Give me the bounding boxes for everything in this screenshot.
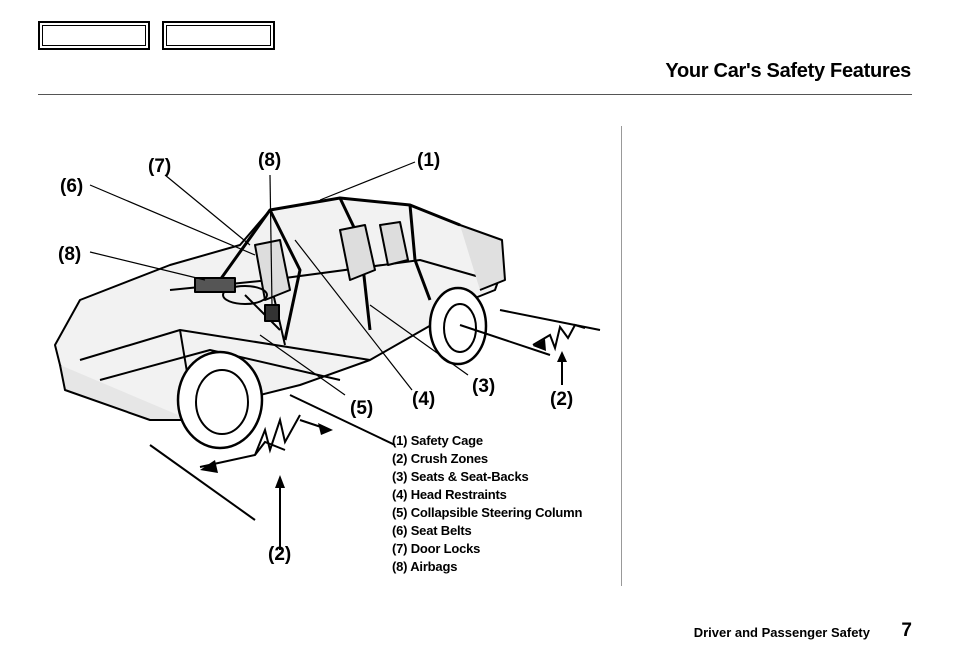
callout-8-top: (8) (258, 150, 281, 171)
crush-zone-arrows (149, 309, 601, 550)
crush-zone-arrowheads (200, 339, 567, 488)
callout-2-bottom: (2) (268, 544, 291, 565)
callout-2-right: (2) (550, 389, 573, 410)
page-title: Your Car's Safety Features (665, 60, 911, 82)
footer-section-title: Driver and Passenger Safety (693, 625, 870, 640)
header-divider (38, 94, 912, 95)
callout-1: (1) (417, 150, 440, 171)
callout-7: (7) (148, 156, 171, 177)
callout-5: (5) (350, 398, 373, 419)
legend-item-airbags: (8) Airbags (392, 559, 458, 574)
legend-item-seat-belts: (6) Seat Belts (392, 523, 472, 538)
legend-item-head-restraints: (4) Head Restraints (392, 487, 507, 502)
nav-button-previous[interactable] (38, 21, 150, 50)
nav-button-next[interactable] (162, 21, 275, 50)
page-number: 7 (901, 620, 912, 641)
callout-6: (6) (60, 176, 83, 197)
callout-3: (3) (472, 376, 495, 397)
legend-item-seats: (3) Seats & Seat-Backs (392, 469, 529, 484)
leader-lines (89, 161, 469, 396)
legend-item-safety-cage: (1) Safety Cage (392, 433, 483, 448)
legend-item-steering-column: (5) Collapsible Steering Column (392, 505, 583, 520)
callout-4: (4) (412, 389, 435, 410)
callout-8-left: (8) (58, 244, 81, 265)
column-divider (621, 126, 622, 586)
car-safety-diagram: (6) (7) (8) (1) (8) (5) (4) (3) (2) (2) (54, 150, 601, 565)
diagram-legend: (1) Safety Cage (2) Crush Zones (3) Seat… (392, 432, 582, 576)
legend-item-door-locks: (7) Door Locks (392, 541, 481, 556)
car-illustration (54, 196, 506, 450)
legend-item-crush-zones: (2) Crush Zones (392, 451, 488, 466)
